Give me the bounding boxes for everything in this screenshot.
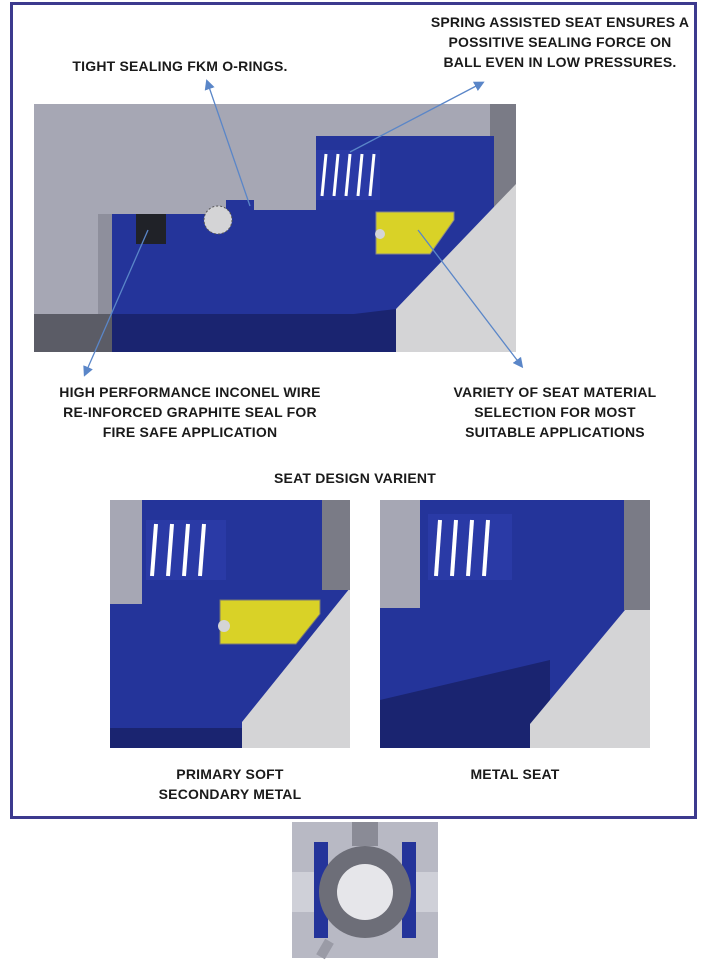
- seat-shadow: [110, 728, 242, 748]
- valve-assembly-thumbnail: [292, 822, 438, 960]
- o-ring: [203, 205, 233, 235]
- soft-variant-line: PRIMARY SOFT: [176, 766, 284, 782]
- soft-variant-label: PRIMARY SOFT SECONDARY METAL: [110, 764, 350, 804]
- soft-variant-line: SECONDARY METAL: [158, 786, 302, 802]
- insert-o-ring: [375, 229, 385, 239]
- seat-ring: [112, 136, 494, 352]
- ball: [242, 588, 350, 748]
- oring-label: TIGHT SEALING FKM O-RINGS.: [72, 58, 288, 74]
- soft-seat-variant: [110, 500, 350, 748]
- body-right-wall: [322, 500, 350, 590]
- spring-coil: [166, 523, 174, 577]
- spring-coil: [356, 153, 364, 197]
- body-left-step: [98, 214, 112, 314]
- ball: [396, 184, 516, 352]
- graphite-label-line: RE-INFORCED GRAPHITE SEAL FOR: [63, 404, 317, 420]
- material-label-line: SELECTION FOR MOST: [474, 404, 636, 420]
- material-label: VARIETY OF SEAT MATERIAL SELECTION FOR M…: [430, 382, 680, 442]
- spring-coil: [320, 153, 328, 197]
- spring-label: SPRING ASSISTED SEAT ENSURES A POSSITIVE…: [420, 12, 700, 72]
- seat-shadow: [380, 660, 550, 748]
- body-right-wall: [624, 500, 650, 610]
- seat-slope-dark: [354, 309, 396, 352]
- graphite-seal: [136, 214, 166, 244]
- metal-seat-variant: [380, 500, 650, 748]
- spring-label-line: BALL EVEN IN LOW PRESSURES.: [443, 54, 677, 70]
- graphite-label-line: FIRE SAFE APPLICATION: [102, 424, 278, 440]
- ball-bore: [337, 864, 393, 920]
- spring-coil: [182, 523, 190, 577]
- body-lower-left: [34, 314, 112, 352]
- seat-insert: [375, 211, 455, 255]
- spring-coil: [344, 153, 352, 197]
- spring-label-line: POSSITIVE SEALING FORCE ON: [448, 34, 672, 50]
- graphite-arrow: [83, 229, 149, 377]
- spring-coil: [450, 519, 458, 577]
- spring-coil: [466, 519, 474, 577]
- metal-variant-label: METAL SEAT: [470, 766, 560, 782]
- graphite-label-line: HIGH PERFORMANCE INCONEL WIRE: [59, 384, 321, 400]
- variants-heading: SEAT DESIGN VARIENT: [274, 470, 436, 486]
- spring-coils: [320, 153, 376, 197]
- material-arrow: [417, 229, 524, 369]
- insert-o-ring: [218, 620, 230, 632]
- ball: [530, 580, 650, 748]
- spring-coil: [198, 523, 206, 577]
- spring-coils: [150, 523, 206, 577]
- spring-coils: [434, 519, 490, 577]
- spring-label-line: SPRING ASSISTED SEAT ENSURES A: [430, 14, 690, 30]
- graphite-label: HIGH PERFORMANCE INCONEL WIRE RE-INFORCE…: [40, 382, 340, 442]
- oring-arrow: [204, 79, 251, 207]
- spring-coil: [482, 519, 490, 577]
- stem: [352, 822, 378, 846]
- spring-arrow: [349, 81, 485, 153]
- spring-coil: [150, 523, 158, 577]
- seat-insert: [219, 599, 321, 645]
- spring-coil: [332, 153, 340, 197]
- spring-coil: [434, 519, 442, 577]
- material-label-line: SUITABLE APPLICATIONS: [465, 424, 645, 440]
- seat-shadow: [112, 314, 354, 352]
- drain-plug: [316, 938, 334, 960]
- spring-coil: [368, 153, 376, 197]
- material-label-line: VARIETY OF SEAT MATERIAL: [453, 384, 657, 400]
- main-seat-cross-section: [34, 104, 516, 352]
